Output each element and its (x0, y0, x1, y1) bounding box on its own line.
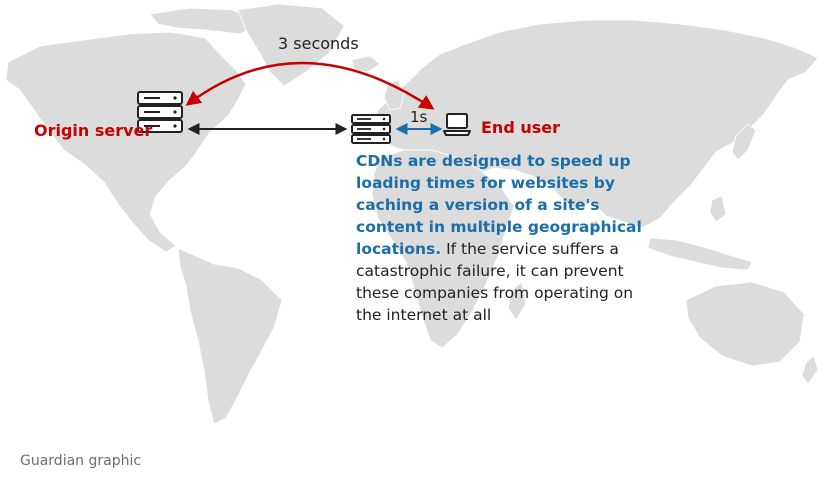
indonesia-landmass (647, 237, 753, 271)
sri-lanka-landmass (589, 219, 601, 235)
long-latency-label: 3 seconds (278, 34, 359, 53)
south-america-landmass (177, 247, 283, 425)
credit-line: Guardian graphic (20, 453, 142, 469)
server-stack-icon (137, 91, 183, 133)
explanation-highlight: CDNs are designed to speed up loading ti… (356, 152, 642, 258)
japan-landmass (731, 123, 757, 161)
australia-landmass (685, 281, 805, 367)
end-user-label: End user (481, 118, 560, 137)
iceland-landmass (351, 55, 381, 73)
cdn-server-stack-icon (351, 114, 391, 144)
explanation-text: CDNs are designed to speed up loading ti… (356, 150, 656, 326)
short-latency-label: 1s (410, 108, 428, 126)
africa-landmass (371, 149, 515, 349)
laptop-icon (443, 113, 471, 136)
eurasia-landmass (371, 19, 819, 229)
arctic-islands-landmass (149, 7, 263, 35)
greenland-landmass (237, 3, 345, 87)
new-zealand-landmass (801, 355, 819, 385)
origin-server-label: Origin server (34, 121, 153, 140)
madagascar-landmass (507, 281, 527, 321)
philippines-landmass (709, 195, 727, 223)
north-america-landmass (5, 31, 247, 253)
explanation-body: If the service suffers a catastrophic fa… (356, 240, 634, 324)
long-latency-arrow (185, 61, 435, 110)
